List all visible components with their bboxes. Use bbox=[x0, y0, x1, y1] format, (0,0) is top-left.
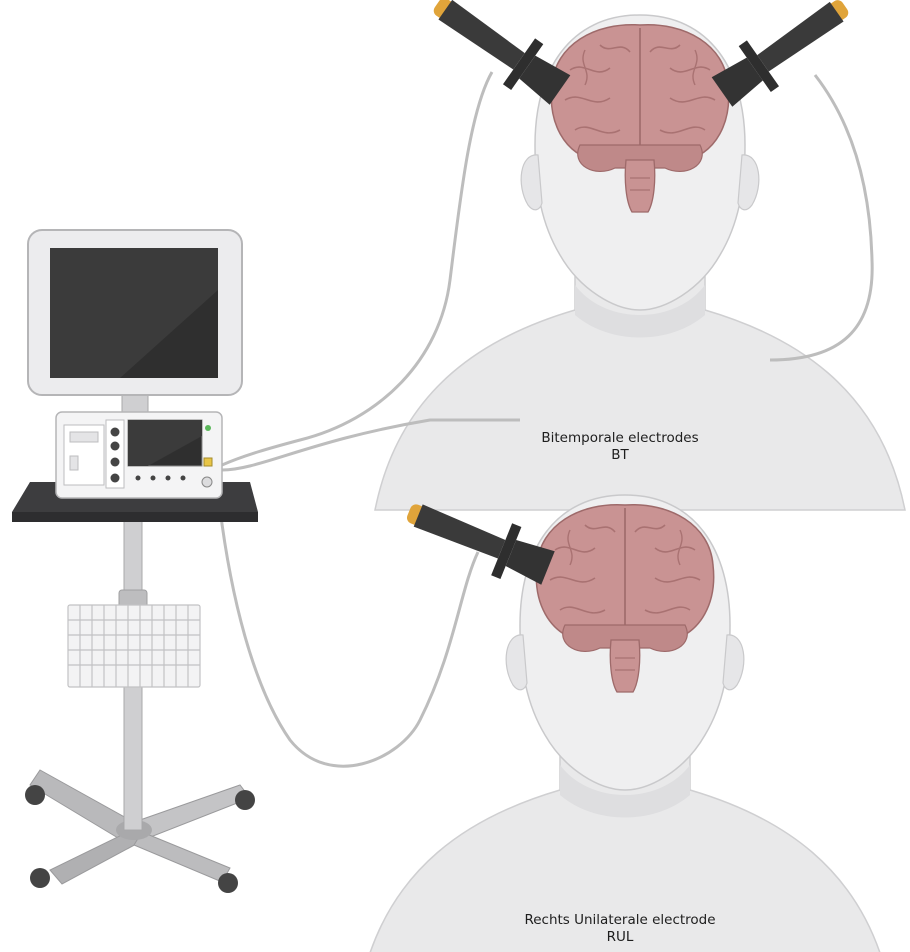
wire-basket-icon bbox=[68, 605, 200, 687]
caption-right-unilateral-abbreviation: RUL bbox=[465, 929, 775, 946]
ect-device-icon bbox=[56, 412, 222, 498]
caption-bitemporal-abbreviation: BT bbox=[480, 447, 760, 464]
head-right-unilateral bbox=[360, 495, 890, 952]
caption-right-unilateral-label: Rechts Unilaterale electrode bbox=[465, 912, 775, 929]
monitor-icon bbox=[28, 230, 242, 414]
caption-bitemporal: Bitemporale electrodes BT bbox=[480, 430, 760, 464]
electrode-handle-icon bbox=[421, 0, 576, 113]
electrode-handle-icon bbox=[706, 0, 861, 115]
caption-bitemporal-label: Bitemporale electrodes bbox=[480, 430, 760, 447]
caption-right-unilateral: Rechts Unilaterale electrode RUL bbox=[465, 912, 775, 946]
